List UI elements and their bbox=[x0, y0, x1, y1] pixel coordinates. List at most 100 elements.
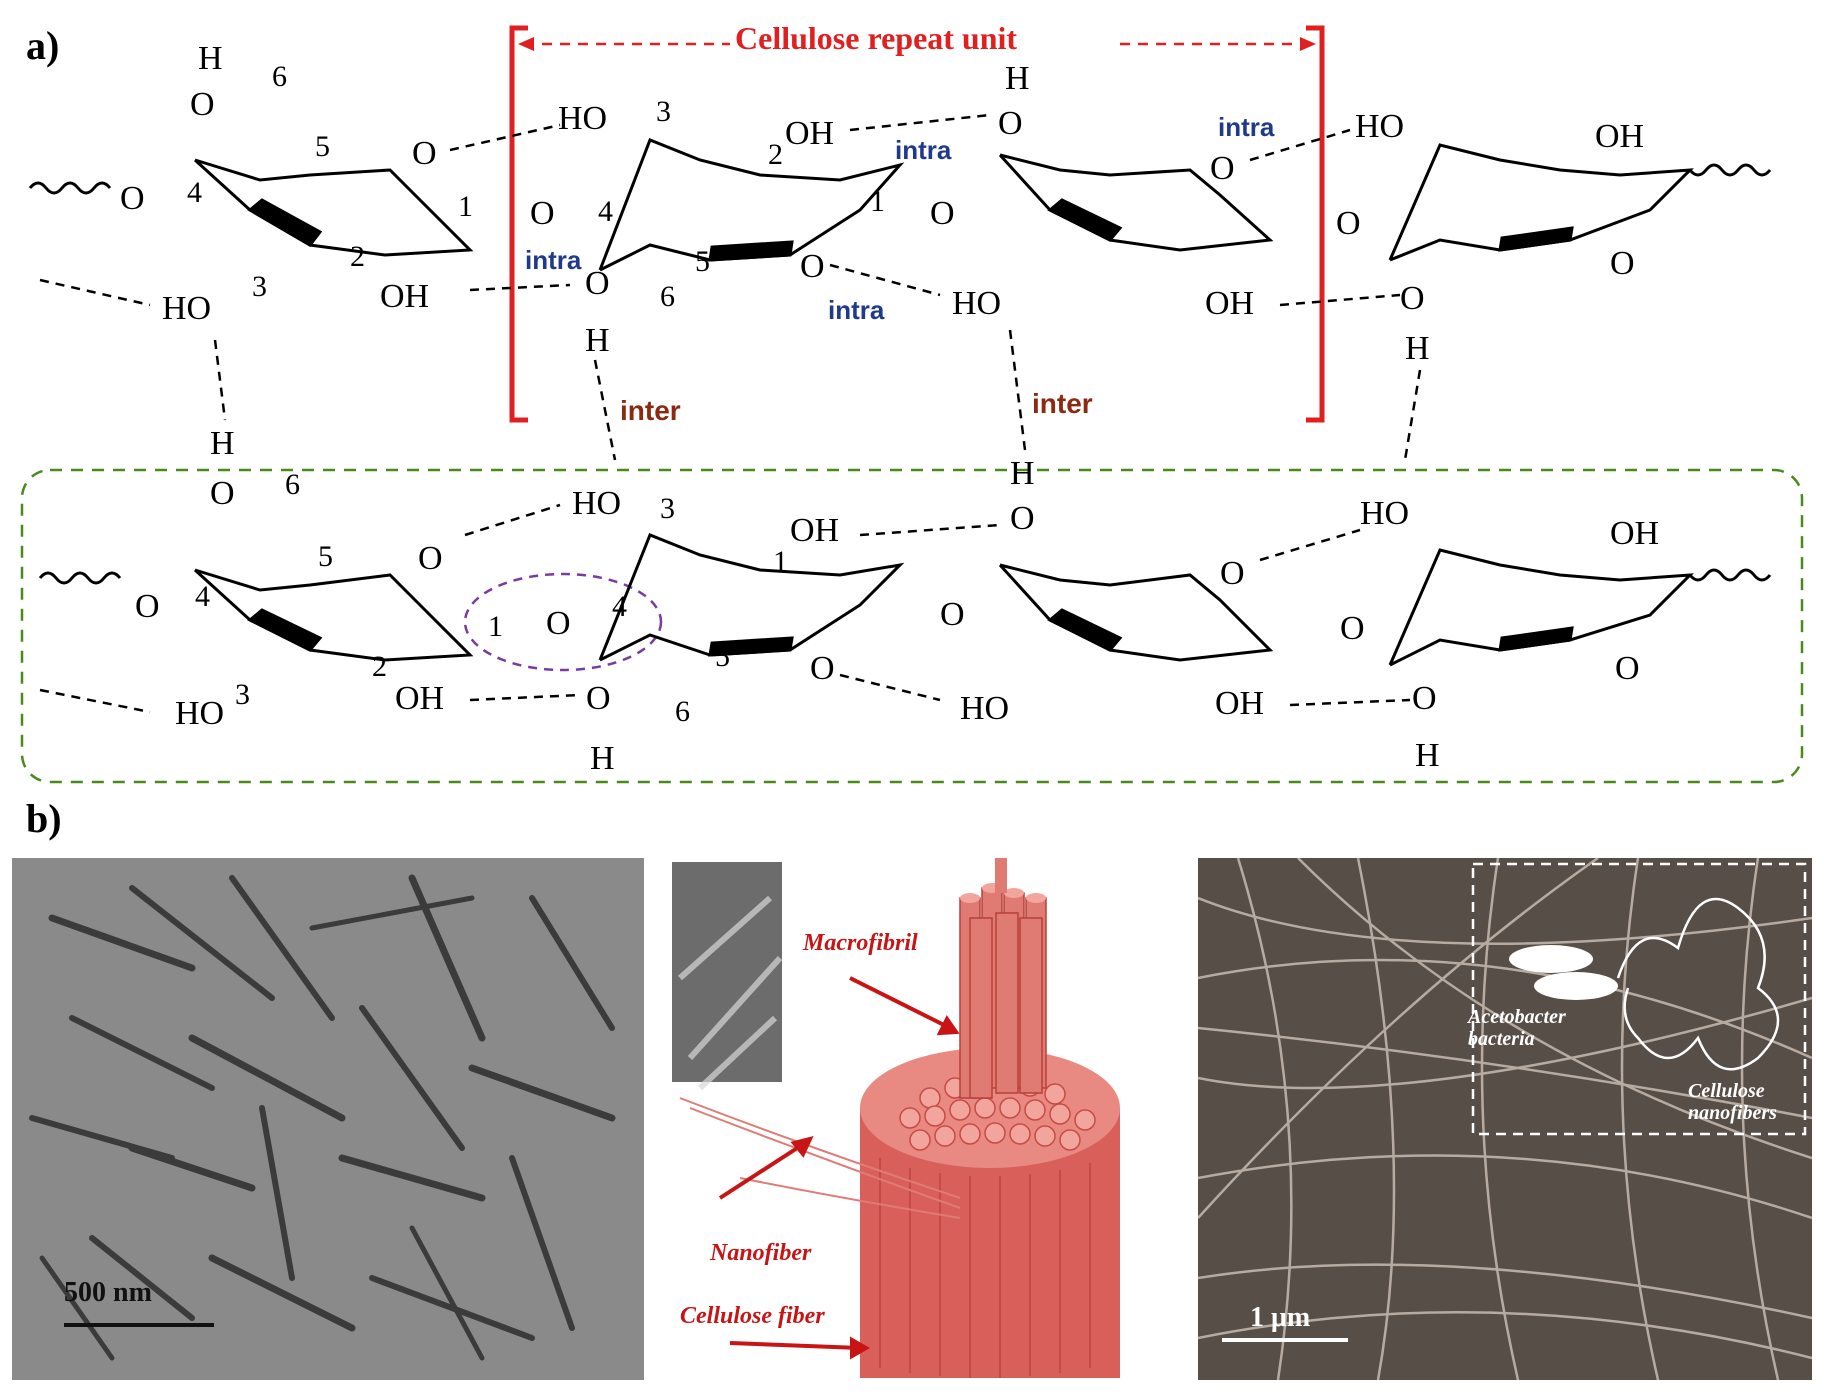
carbon-number: 5 bbox=[695, 245, 710, 278]
carbon-number: 2 bbox=[372, 650, 387, 683]
inter-label: inter bbox=[620, 395, 681, 426]
carbon-number: 2 bbox=[350, 240, 365, 273]
tem-scale-label: 500 nm bbox=[64, 1277, 152, 1308]
hydroxyl-group: OH bbox=[1595, 118, 1645, 155]
atom-o: O bbox=[1210, 150, 1235, 187]
carbon-number: 1 bbox=[458, 190, 473, 223]
panel-a-label: a) bbox=[26, 23, 60, 68]
carbon-number: 3 bbox=[660, 492, 675, 525]
atom-o: O bbox=[940, 596, 965, 633]
intra-label: intra bbox=[828, 295, 885, 325]
carbon-number: 6 bbox=[675, 695, 690, 728]
atom-o: O bbox=[585, 265, 610, 302]
atom-o: O bbox=[1340, 610, 1365, 647]
tem-scale-bar bbox=[64, 1323, 214, 1327]
atom-o: O bbox=[800, 248, 825, 285]
atom-o: O bbox=[418, 540, 443, 577]
atom-o: O bbox=[1615, 650, 1640, 687]
repeat-unit-bracket bbox=[509, 25, 1325, 423]
tem-whiskers bbox=[12, 858, 644, 1380]
carbon-number: 4 bbox=[195, 580, 210, 613]
atom-o: O bbox=[1610, 245, 1635, 282]
carbon-number: 5 bbox=[715, 640, 730, 673]
atom-h: H bbox=[198, 40, 223, 77]
panel-b-label: b) bbox=[26, 796, 62, 841]
hydroxyl-group: HO bbox=[572, 485, 622, 522]
bacteria-label: Acetobacter bacteria bbox=[1468, 1006, 1566, 1050]
atom-o: O bbox=[190, 86, 215, 123]
hydrogen-bonds bbox=[39, 113, 1422, 714]
hydroxyl-group: OH bbox=[1610, 515, 1660, 552]
chain-box bbox=[20, 468, 1804, 784]
hydroxyl-group: OH bbox=[395, 680, 445, 717]
carbon-number: 1 bbox=[773, 545, 788, 578]
hydroxyl-group: OH bbox=[1215, 685, 1265, 722]
tem-micrograph: 500 nm bbox=[12, 858, 644, 1380]
atom-o: O bbox=[412, 135, 437, 172]
lower-chain-rings bbox=[38, 533, 1772, 667]
atom-h: H bbox=[1005, 60, 1030, 97]
carbon-number: 4 bbox=[187, 176, 202, 209]
atom-o: O bbox=[546, 605, 571, 642]
atom-o: O bbox=[1336, 205, 1361, 242]
atom-h: H bbox=[1415, 737, 1440, 774]
sem-micrograph: Acetobacter bacteria Cellulose nanofiber… bbox=[1198, 858, 1812, 1380]
atom-o: O bbox=[998, 105, 1023, 142]
carbon-number: 3 bbox=[252, 270, 267, 303]
atom-o: O bbox=[120, 180, 145, 217]
intra-label: intra bbox=[1218, 112, 1275, 142]
intra-label: intra bbox=[895, 135, 952, 165]
atom-o: O bbox=[135, 588, 160, 625]
carbon-number: 6 bbox=[285, 468, 300, 501]
carbon-number: 6 bbox=[660, 280, 675, 313]
atom-o: O bbox=[1010, 500, 1035, 537]
intra-label: intra bbox=[525, 245, 582, 275]
atom-o: O bbox=[810, 650, 835, 687]
carbon-number: 1 bbox=[870, 185, 885, 218]
carbon-number: 3 bbox=[235, 678, 250, 711]
macrofibril-label: Macrofibril bbox=[803, 930, 918, 956]
cellulose-fiber-label: Cellulose fiber bbox=[680, 1303, 825, 1329]
cellulose-structure-diagram bbox=[20, 25, 1804, 784]
fiber-bundle-graphic bbox=[672, 858, 1120, 1378]
hydroxyl-group: HO bbox=[175, 695, 225, 732]
carbon-number: 2 bbox=[768, 138, 783, 171]
atom-o: O bbox=[1220, 555, 1245, 592]
hydroxyl-group: HO bbox=[960, 690, 1010, 727]
glycosidic-linkage-circle bbox=[463, 572, 663, 672]
carbon-number: 5 bbox=[318, 540, 333, 573]
atom-h: H bbox=[210, 425, 235, 462]
hydroxyl-group: HO bbox=[952, 285, 1002, 322]
nanofiber-label: Nanofiber bbox=[710, 1240, 812, 1266]
carbon-number: 4 bbox=[598, 195, 613, 228]
carbon-number: 1 bbox=[488, 610, 503, 643]
repeat-unit-arrow bbox=[518, 37, 1316, 51]
hydroxyl-group: HO bbox=[162, 290, 212, 327]
nanofibers-label: Cellulose nanofibers bbox=[1688, 1080, 1777, 1124]
atom-h: H bbox=[590, 740, 615, 777]
atom-o: O bbox=[530, 195, 555, 232]
hydroxyl-group: OH bbox=[1205, 285, 1255, 322]
atom-o: O bbox=[1400, 280, 1425, 317]
atom-o: O bbox=[210, 475, 235, 512]
fiber-hierarchy-illustration: Macrofibril Nanofiber Cellulose fiber bbox=[660, 858, 1180, 1380]
atom-o: O bbox=[1412, 680, 1437, 717]
hydroxyl-group: OH bbox=[380, 278, 430, 315]
inter-label: inter bbox=[1032, 388, 1093, 419]
hydroxyl-group: HO bbox=[558, 100, 608, 137]
hydroxyl-group: HO bbox=[1360, 495, 1410, 532]
atom-o: O bbox=[930, 195, 955, 232]
hydroxyl-group: OH bbox=[790, 512, 840, 549]
sem-scale-label: 1 μm bbox=[1250, 1302, 1311, 1333]
atom-h: H bbox=[585, 322, 610, 359]
carbon-number: 4 bbox=[612, 590, 627, 623]
carbon-number: 6 bbox=[272, 60, 287, 93]
carbon-number: 3 bbox=[656, 95, 671, 128]
hydroxyl-group: HO bbox=[1355, 108, 1405, 145]
hydroxyl-group: OH bbox=[785, 115, 835, 152]
carbon-number: 5 bbox=[315, 130, 330, 163]
upper-chain-rings bbox=[28, 138, 1772, 272]
atom-h: H bbox=[1010, 455, 1035, 492]
sem-nanofiber-network bbox=[1198, 858, 1812, 1380]
repeat-unit-label: Cellulose repeat unit bbox=[735, 20, 1018, 56]
